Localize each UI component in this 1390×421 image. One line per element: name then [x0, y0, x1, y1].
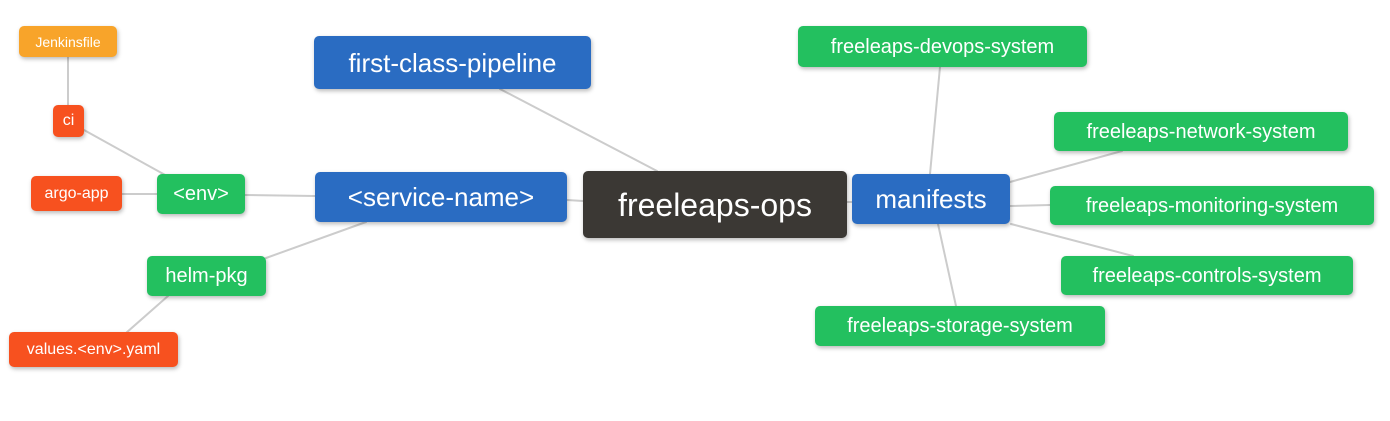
edge-service-name-to-freeleaps-ops: [566, 199, 584, 202]
edge-helm-pkg-to-service-name: [265, 221, 367, 259]
edge-env-to-service-name: [244, 194, 316, 197]
edge-manifests-to-freeleaps-storage-system: [937, 223, 957, 307]
node-freeleaps-devops-system[interactable]: freeleaps-devops-system: [798, 26, 1087, 67]
edge-manifests-to-freeleaps-monitoring-system: [1009, 204, 1051, 207]
node-argo-app[interactable]: argo-app: [31, 176, 122, 211]
node-env[interactable]: <env>: [157, 174, 245, 214]
node-freeleaps-network-system[interactable]: freeleaps-network-system: [1054, 112, 1348, 151]
edge-manifests-to-freeleaps-controls-system: [1010, 223, 1134, 257]
node-service-name[interactable]: <service-name>: [315, 172, 567, 222]
edge-first-class-pipeline-to-freeleaps-ops: [499, 88, 658, 172]
node-manifests[interactable]: manifests: [852, 174, 1010, 224]
edge-values-env-yaml-to-helm-pkg: [125, 295, 169, 334]
node-jenkinsfile[interactable]: Jenkinsfile: [19, 26, 117, 57]
node-helm-pkg[interactable]: helm-pkg: [147, 256, 266, 296]
node-values-env-yaml[interactable]: values.<env>.yaml: [9, 332, 178, 367]
edge-manifests-to-freeleaps-devops-system: [929, 66, 941, 175]
edge-manifests-to-freeleaps-network-system: [1009, 150, 1123, 183]
edge-ci-to-env: [83, 129, 168, 177]
node-first-class-pipeline[interactable]: first-class-pipeline: [314, 36, 591, 89]
node-ci[interactable]: ci: [53, 105, 84, 137]
node-freeleaps-monitoring-system[interactable]: freeleaps-monitoring-system: [1050, 186, 1374, 225]
node-freeleaps-ops[interactable]: freeleaps-ops: [583, 171, 847, 238]
node-freeleaps-controls-system[interactable]: freeleaps-controls-system: [1061, 256, 1353, 295]
node-freeleaps-storage-system[interactable]: freeleaps-storage-system: [815, 306, 1105, 346]
